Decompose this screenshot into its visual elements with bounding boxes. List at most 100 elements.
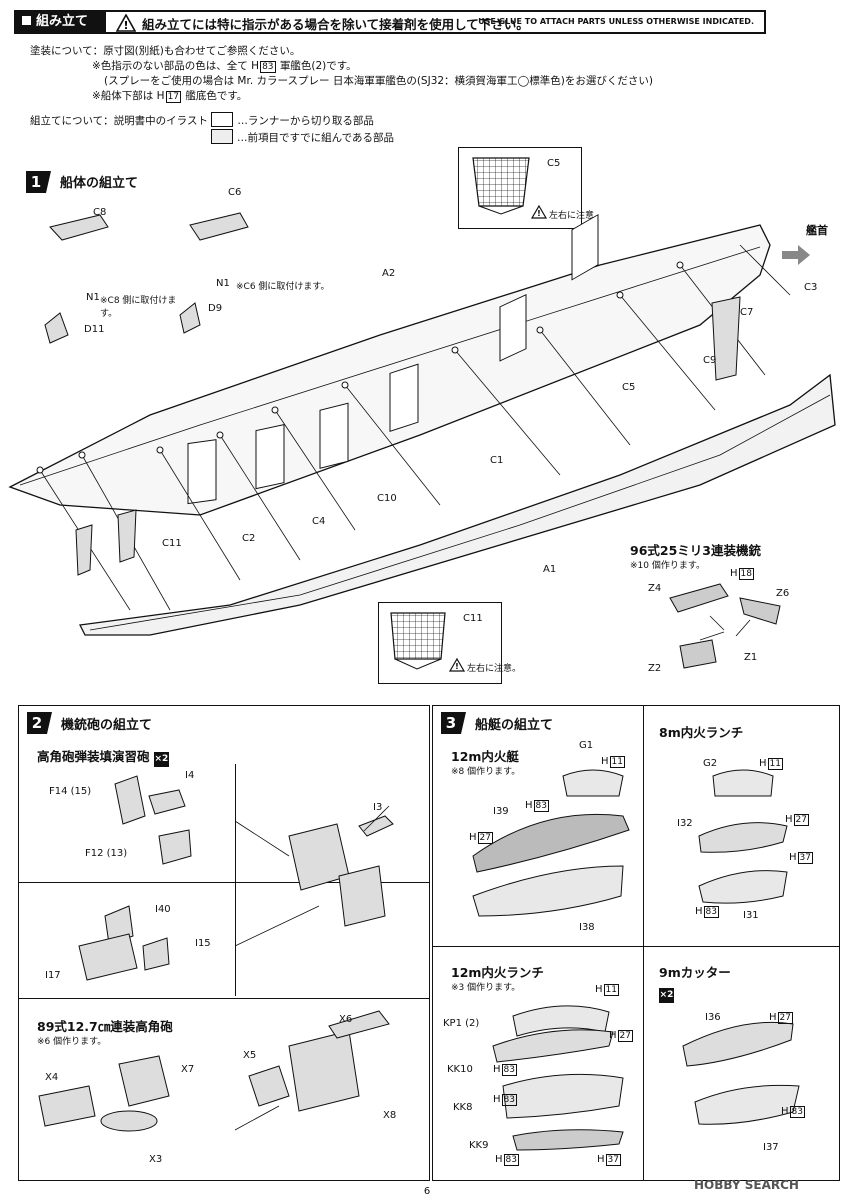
label-i38: I38 <box>579 922 595 933</box>
bulkhead-c4 <box>319 402 349 469</box>
divider-2 <box>19 998 429 999</box>
sub2-title: 89式12.7㎝連装高角砲 <box>37 1019 173 1034</box>
label-x8: X8 <box>383 1110 397 1121</box>
label-kk9: KK9 <box>469 1140 489 1151</box>
step2-title: 機銃砲の組立て <box>61 718 153 733</box>
label-i39: I39 <box>493 806 509 817</box>
label-f12: F12 (13) <box>85 848 128 859</box>
label-c1: C1 <box>490 455 504 466</box>
sub1-title: 高角砲弾装填演習砲 ×2 <box>37 746 169 767</box>
legend-box-prebuilt <box>211 129 233 144</box>
sub2-note: ※6 個作ります。 <box>37 1037 107 1047</box>
step3-title: 船艇の組立て <box>475 718 554 733</box>
bulkhead-c5 <box>571 213 599 281</box>
label-z4: Z4 <box>648 583 662 594</box>
boat1-title: 12m内火艇 <box>451 749 519 764</box>
bulkhead-c2 <box>255 424 285 490</box>
bow-label: 艦首 <box>806 224 828 237</box>
step1-number: 1 <box>26 171 51 193</box>
divider-h3 <box>433 946 839 947</box>
boat4-title: 9mカッター <box>659 965 731 980</box>
label-i32: I32 <box>677 818 693 829</box>
watermark: HOBBY SEARCH <box>694 1178 799 1192</box>
label-c11: C11 <box>162 538 182 549</box>
label-x3: X3 <box>149 1154 163 1165</box>
label-i40: I40 <box>155 904 171 915</box>
boat2-title: 8m内火ランチ <box>659 725 744 740</box>
label-i17: I17 <box>45 970 61 981</box>
label-c7: C7 <box>740 307 754 318</box>
assembly-legend: 組立てについて：説明書中のイラスト …ランナーから切り取る部品 …前項目ですでに… <box>30 112 394 146</box>
gun-diagram <box>669 583 781 669</box>
label-c4: C4 <box>312 516 326 527</box>
label-z1: Z1 <box>744 652 758 663</box>
bulkhead-c1 <box>499 293 527 362</box>
warning-text: 組み立てには特に指示がある場合を除いて接着剤を使用して下さい。 <box>142 17 529 32</box>
label-z2: Z2 <box>648 663 662 674</box>
label-c9: C9 <box>703 355 717 366</box>
label-n1-right: N1 <box>216 278 230 289</box>
label-i31: I31 <box>743 910 759 921</box>
boat3-note: ※3 個作ります。 <box>451 983 521 993</box>
c11-inset-warning: 左右に注意。 <box>467 664 522 674</box>
n1-note-c6: ※C6 側に取付けます。 <box>236 282 330 292</box>
c5-inset-label: C5 <box>547 158 561 169</box>
ship-hull-diagram <box>8 212 836 636</box>
label-x5: X5 <box>243 1050 257 1061</box>
label-d9: D9 <box>208 303 223 314</box>
legend-box-runner <box>211 112 234 127</box>
warning-icon: ! <box>116 14 136 32</box>
label-i3: I3 <box>373 802 383 813</box>
label-g1: G1 <box>579 740 594 751</box>
boat4-x2: ×2 <box>659 982 674 1003</box>
step2-number: 2 <box>27 712 52 734</box>
c11-inset-label: C11 <box>463 613 483 624</box>
assembly-header: 組み立て ! 組み立てには特に指示がある場合を除いて接着剤を使用して下さい。 U… <box>14 10 766 34</box>
gun-note: ※10 個作ります。 <box>630 561 705 571</box>
svg-text:!: ! <box>123 19 128 32</box>
label-c8: C8 <box>93 207 107 218</box>
svg-text:!: ! <box>537 209 541 218</box>
c5-inset: ! C5 左右に注意。 <box>458 147 603 229</box>
divider-1 <box>19 882 429 883</box>
label-i15: I15 <box>195 938 211 949</box>
step1-title: 船体の組立て <box>60 176 139 191</box>
label-f14: F14 (15) <box>49 786 92 797</box>
step2-panel: 2 機銃砲の組立て 高角砲弾装填演習砲 ×2 I <box>18 705 430 1181</box>
section-label: 組み立て <box>16 12 106 32</box>
bulkhead-c10 <box>389 363 419 432</box>
boat3-title: 12m内火ランチ <box>451 965 544 980</box>
label-kk10: KK10 <box>447 1064 473 1075</box>
label-g2: G2 <box>703 758 718 769</box>
label-z6: Z6 <box>776 588 790 599</box>
label-c3: C3 <box>804 282 818 293</box>
label-c6: C6 <box>228 187 242 198</box>
svg-text:!: ! <box>455 662 459 671</box>
label-a1: A1 <box>543 564 557 575</box>
label-d11: D11 <box>84 324 105 335</box>
label-x4: X4 <box>45 1072 59 1083</box>
label-c10: C10 <box>377 493 397 504</box>
divider-v <box>235 764 236 996</box>
label-i4: I4 <box>185 770 195 781</box>
label-i37: I37 <box>763 1142 779 1153</box>
step3-number: 3 <box>441 712 466 734</box>
x2-badge: ×2 <box>153 752 169 767</box>
label-a2: A2 <box>382 268 396 279</box>
label-x7: X7 <box>181 1064 195 1075</box>
c5-inset-warning: 左右に注意。 <box>549 211 604 221</box>
